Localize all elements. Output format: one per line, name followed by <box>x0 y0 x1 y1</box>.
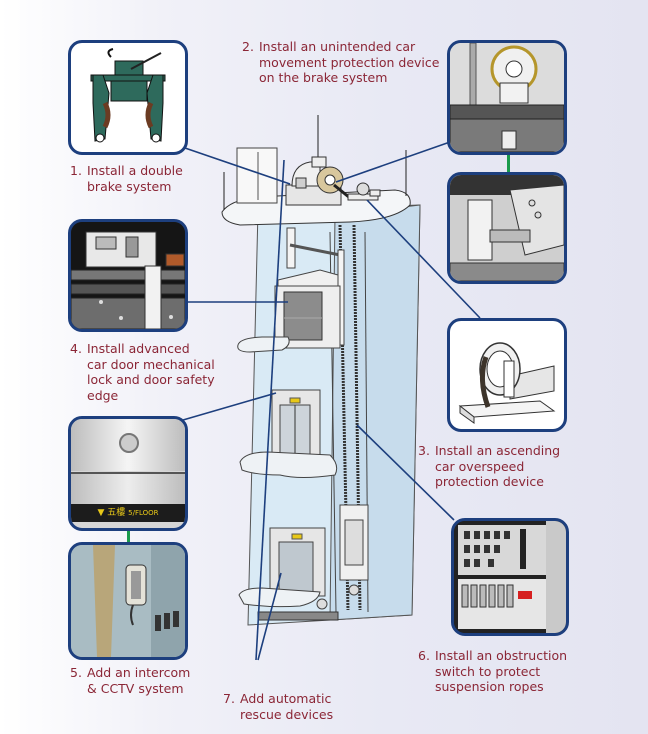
panel-ucmp-device-bottom <box>447 172 567 284</box>
panel-link-2 <box>507 155 510 172</box>
traction-machine-icon <box>450 43 564 152</box>
leader-line-2 <box>335 141 451 183</box>
panel-cctv: ▼ 五樓 5/FLOOR <box>68 416 188 531</box>
brake-caliper-icon <box>90 48 166 143</box>
label-item-6: 6.Install an obstruction switch to prote… <box>418 648 568 694</box>
label-item-5: 5.Add an intercom & CCTV system <box>70 665 191 696</box>
panel-link-5 <box>127 531 130 542</box>
panel-door-lock <box>68 219 188 332</box>
panel-overspeed <box>447 318 567 432</box>
down-arrow-icon: ▼ <box>97 508 108 518</box>
leader-line-5 <box>182 392 277 421</box>
label-item-7: 7.Add automatic rescue devices <box>223 691 334 722</box>
leader-line-6 <box>356 424 455 521</box>
leader-line-7a <box>255 159 285 661</box>
panel-ucmp-device-top <box>447 40 567 155</box>
machine-room-platform <box>221 115 411 226</box>
label-item-2: 2.Install an unintended car movement pro… <box>242 39 440 85</box>
panel-obstruction-switch <box>451 518 569 636</box>
floor-indicator: ▼ 五樓 5/FLOOR <box>71 504 185 522</box>
brake-detail-icon <box>450 175 564 281</box>
panel-double-brake <box>68 40 188 155</box>
leader-line-1 <box>184 147 291 185</box>
label-item-3: 3.Install an ascending car overspeed pro… <box>418 443 561 489</box>
intercom-handset-icon <box>71 545 185 657</box>
label-item-4: 4.Install advanced car door mechanical l… <box>70 341 215 403</box>
label-item-1: 1.Install a double brake system <box>70 163 183 194</box>
rope-gripper-icon <box>458 342 556 424</box>
door-lock-mechanism-icon <box>71 222 185 329</box>
landings <box>237 336 369 621</box>
control-cabinet-icon <box>454 521 566 633</box>
leader-line-3 <box>366 199 481 319</box>
panel-intercom <box>68 542 188 660</box>
cctv-camera-icon <box>119 433 139 453</box>
leader-lines <box>182 141 481 661</box>
leader-line-7b <box>257 572 282 661</box>
